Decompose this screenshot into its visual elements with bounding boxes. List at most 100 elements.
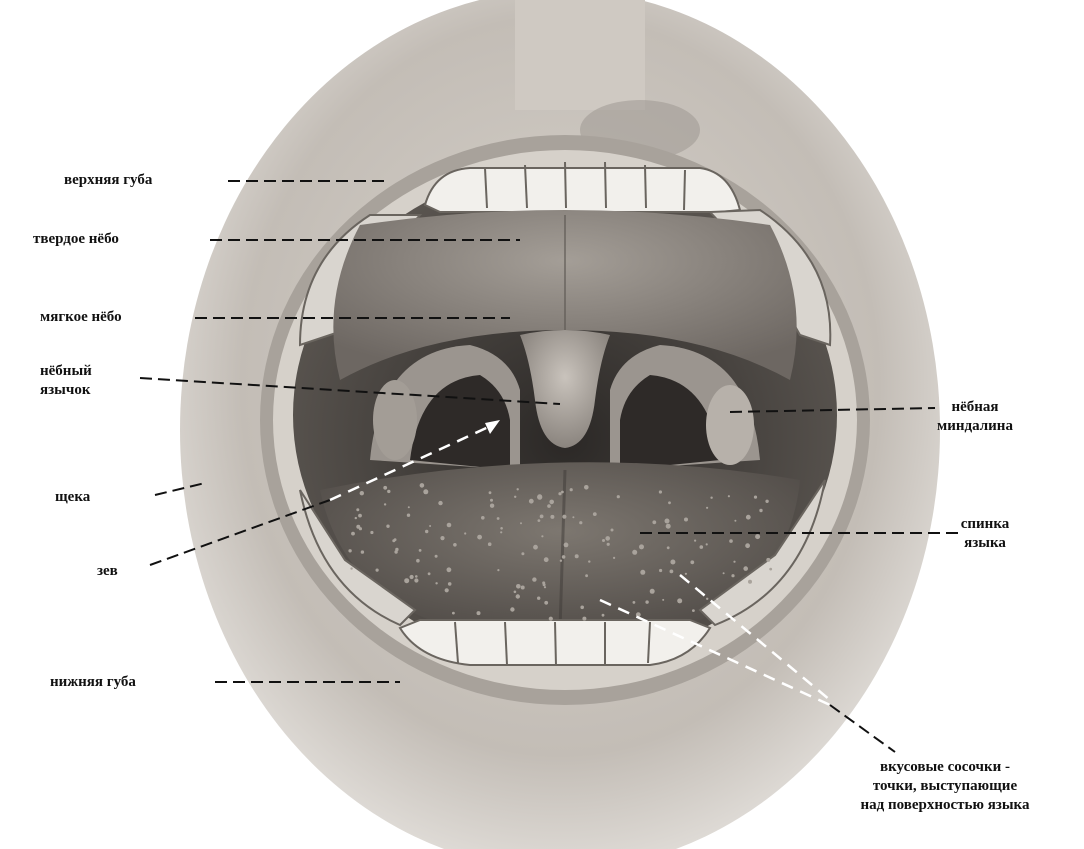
papilla-dot <box>706 598 708 600</box>
papilla-dot <box>575 554 579 558</box>
papilla-dot <box>633 601 636 604</box>
papilla-dot <box>394 550 397 553</box>
label-uvula-line2: язычок <box>40 381 92 400</box>
papilla-dot <box>538 519 541 522</box>
papilla-dot <box>383 486 387 490</box>
papilla-dot <box>407 514 410 517</box>
papilla-dot <box>532 577 536 581</box>
papilla-dot <box>754 496 757 499</box>
papilla-dot <box>488 542 492 546</box>
label-papillae-line3: над поверхностью языка <box>830 796 1060 815</box>
papilla-dot <box>684 518 688 522</box>
papilla-dot <box>477 535 482 540</box>
papilla-dot <box>520 522 522 524</box>
papilla-dot <box>582 617 586 621</box>
papilla-dot <box>516 594 520 598</box>
papilla-dot <box>440 536 444 540</box>
papilla-dot <box>580 606 584 610</box>
papilla-dot <box>755 534 760 539</box>
label-papillae-line2: точки, выступающие <box>830 777 1060 796</box>
label-tonsil-line2: миндалина <box>905 417 1045 436</box>
papilla-dot <box>537 494 542 499</box>
papilla-dot <box>521 586 525 590</box>
papilla-dot <box>376 569 379 572</box>
papilla-dot <box>584 485 589 490</box>
label-lower-lip: нижняя губа <box>50 673 136 692</box>
papilla-dot <box>706 507 708 509</box>
papilla-dot <box>453 543 457 547</box>
papilla-dot <box>640 570 645 575</box>
papilla-dot <box>733 561 735 563</box>
papilla-dot <box>729 539 733 543</box>
papilla-dot <box>667 546 670 549</box>
papilla-dot <box>659 490 662 493</box>
papilla-dot <box>351 532 355 536</box>
papilla-dot <box>481 516 485 520</box>
papilla-dot <box>549 617 553 621</box>
label-upper-lip: верхняя губа <box>64 171 152 190</box>
label-taste-papillae: вкусовые сосочки - точки, выступающие на… <box>830 758 1060 815</box>
papilla-dot <box>544 557 549 562</box>
papilla-dot <box>564 543 569 548</box>
papilla-dot <box>392 539 395 542</box>
papilla-dot <box>410 575 414 579</box>
papilla-dot <box>579 521 582 524</box>
papilla-dot <box>558 492 561 495</box>
label-fauces: зев <box>97 562 118 581</box>
papilla-dot <box>560 560 562 562</box>
papilla-dot <box>562 555 566 559</box>
papilla-dot <box>445 588 449 592</box>
papilla-dot <box>438 501 442 505</box>
label-uvula: нёбный язычок <box>40 362 92 400</box>
papilla-dot <box>447 567 452 572</box>
papilla-dot <box>355 517 357 519</box>
papilla-dot <box>613 557 615 559</box>
papilla-dot <box>588 560 590 562</box>
papilla-dot <box>659 569 662 572</box>
papilla-dot <box>759 509 762 512</box>
palatine-tonsil <box>706 385 754 465</box>
papilla-dot <box>662 599 664 601</box>
papilla-dot <box>517 488 519 490</box>
label-papillae-line1: вкусовые сосочки - <box>830 758 1060 777</box>
papilla-dot <box>464 532 466 534</box>
papilla-dot <box>670 560 675 565</box>
label-cheek: щека <box>55 488 90 507</box>
papilla-dot <box>416 559 420 563</box>
papilla-dot <box>602 614 605 617</box>
papilla-dot <box>386 525 389 528</box>
papilla-dot <box>605 536 610 541</box>
papilla-dot <box>404 578 409 583</box>
papilla-dot <box>633 550 635 552</box>
papilla-dot <box>550 515 554 519</box>
label-tonsil-line1: нёбная <box>905 398 1045 417</box>
label-soft-palate: мягкое нёбо <box>40 308 122 327</box>
papilla-dot <box>544 601 548 605</box>
papilla-dot <box>350 567 352 569</box>
papilla-dot <box>447 523 452 528</box>
label-tongue-back-line2: языка <box>935 534 1035 553</box>
label-hard-palate: твердое нёбо <box>33 230 119 249</box>
papilla-dot <box>650 589 655 594</box>
papilla-dot <box>743 566 748 571</box>
papilla-dot <box>489 491 492 494</box>
papilla-dot <box>490 504 494 508</box>
papilla-dot <box>477 611 481 615</box>
papilla-dot <box>544 586 546 588</box>
papilla-dot <box>710 497 712 499</box>
papilla-dot <box>769 568 772 571</box>
papilla-dot <box>361 550 364 553</box>
papilla-dot <box>690 560 694 564</box>
papilla-dot <box>607 543 610 546</box>
papilla-dot <box>370 531 373 534</box>
papilla-dot <box>617 495 620 498</box>
papilla-dot <box>529 499 534 504</box>
papilla-dot <box>745 543 750 548</box>
papilla-dot <box>685 573 687 575</box>
papilla-dot <box>677 598 682 603</box>
papilla-dot <box>766 558 770 562</box>
papilla-dot <box>490 499 493 502</box>
label-tongue-back: спинка языка <box>935 515 1035 553</box>
papilla-dot <box>384 503 386 505</box>
papilla-dot <box>670 570 674 574</box>
